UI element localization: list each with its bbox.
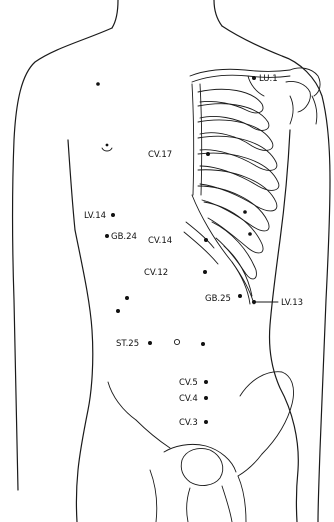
ribcage bbox=[184, 84, 279, 304]
point-cv5-dot bbox=[204, 380, 208, 384]
point-cv3-label: CV.3 bbox=[179, 418, 198, 428]
pelvis bbox=[108, 372, 294, 522]
unlabeled-dot bbox=[116, 309, 120, 313]
body-outline bbox=[13, 0, 331, 522]
point-lv14-label: LV.14 bbox=[84, 211, 106, 221]
point-cv17-dot bbox=[206, 152, 210, 156]
point-cv12-label: CV.12 bbox=[144, 268, 168, 278]
point-st25-label: ST.25 bbox=[116, 339, 139, 349]
point-gb24-label: GB.24 bbox=[111, 232, 137, 242]
point-lv14-dot bbox=[111, 213, 115, 217]
point-lu1-dot bbox=[252, 76, 256, 80]
point-cv3-dot bbox=[204, 420, 208, 424]
point-gb25-label: GB.25 bbox=[205, 294, 231, 304]
point-st25-dot bbox=[148, 341, 152, 345]
point-cv14-label: CV.14 bbox=[148, 236, 172, 246]
unlabeled-dot bbox=[125, 296, 129, 300]
point-cv4-label: CV.4 bbox=[179, 394, 198, 404]
point-cv5-label: CV.5 bbox=[179, 378, 198, 388]
anatomical-marks bbox=[96, 82, 179, 344]
unlabeled-dot bbox=[243, 210, 247, 214]
point-cv17-label: CV.17 bbox=[148, 150, 172, 160]
point-gb24-dot bbox=[105, 234, 109, 238]
point-lu1-label: LU.1 bbox=[259, 74, 278, 84]
unlabeled-dot bbox=[248, 232, 252, 236]
point-cv4-dot bbox=[204, 396, 208, 400]
point-st25-dot-right bbox=[201, 342, 205, 346]
point-gb25-dot bbox=[238, 294, 242, 298]
point-cv14-dot bbox=[204, 238, 208, 242]
point-lv13-label: LV.13 bbox=[281, 298, 303, 308]
point-cv12-dot bbox=[203, 270, 207, 274]
point-lv13-dot bbox=[252, 300, 256, 304]
